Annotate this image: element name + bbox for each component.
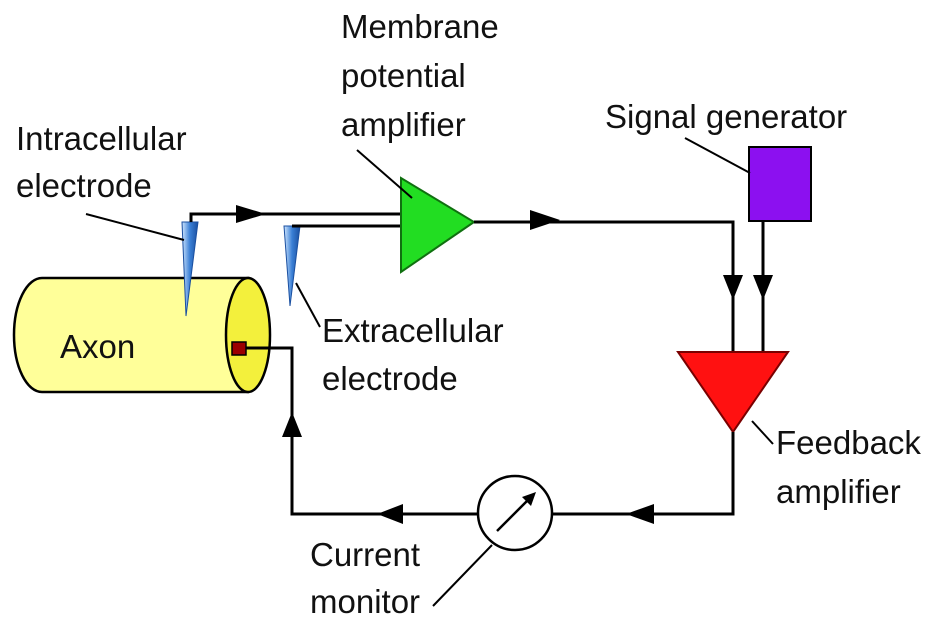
amp-output-arrow — [530, 210, 560, 230]
extracellular-label-line-2: electrode — [322, 360, 458, 397]
axon: Axon — [12, 276, 272, 394]
signal-generator-label: Signal generator — [605, 98, 847, 135]
intracellular-arrow — [236, 205, 266, 223]
current-electrode-tip — [231, 341, 247, 356]
axon-label: Axon — [60, 328, 135, 365]
current-monitor-needle-head — [522, 492, 536, 506]
amp-output-wire — [474, 220, 735, 352]
signal-generator-leader — [684, 137, 751, 174]
current-monitor-label-line-2: monitor — [310, 583, 420, 620]
intracellular-wire — [189, 212, 401, 222]
intracellular-label-line-1: Intracellular — [16, 120, 187, 157]
current-monitor-label-line-1: Current — [310, 536, 420, 573]
axon-return-arrow — [282, 412, 302, 437]
current-monitor-leader — [432, 544, 493, 607]
membrane-amp-label-line-2: potential — [341, 57, 466, 94]
extracellular-label-line-1: Extracellular — [322, 312, 504, 349]
feedback-return-arrow — [626, 504, 654, 524]
intracellular-label-line-2: electrode — [16, 167, 152, 204]
membrane-potential-amplifier — [400, 176, 476, 274]
signal-generator — [748, 146, 812, 222]
feedback-input-arrow-b — [753, 275, 773, 300]
extracellular-leader — [295, 282, 321, 328]
feedback-amp-leader — [751, 420, 774, 445]
current-monitor — [476, 474, 554, 552]
intracellular-leader — [85, 213, 185, 241]
axon-end-cap — [224, 276, 272, 394]
feedback-input-arrow-a — [723, 275, 743, 300]
membrane-amp-leader — [356, 149, 413, 199]
feedback-return-wire — [553, 432, 735, 516]
monitor-out-arrow — [377, 504, 403, 524]
extracellular-electrode — [283, 225, 301, 307]
feedback-amp-label-line-1: Feedback — [776, 424, 921, 461]
feedback-amplifier — [676, 351, 790, 434]
membrane-amp-label-line-1: Membrane — [341, 8, 499, 45]
membrane-amp-label-line-3: amplifier — [341, 106, 466, 143]
feedback-amp-label-line-2: amplifier — [776, 473, 901, 510]
axon-body — [12, 276, 250, 394]
